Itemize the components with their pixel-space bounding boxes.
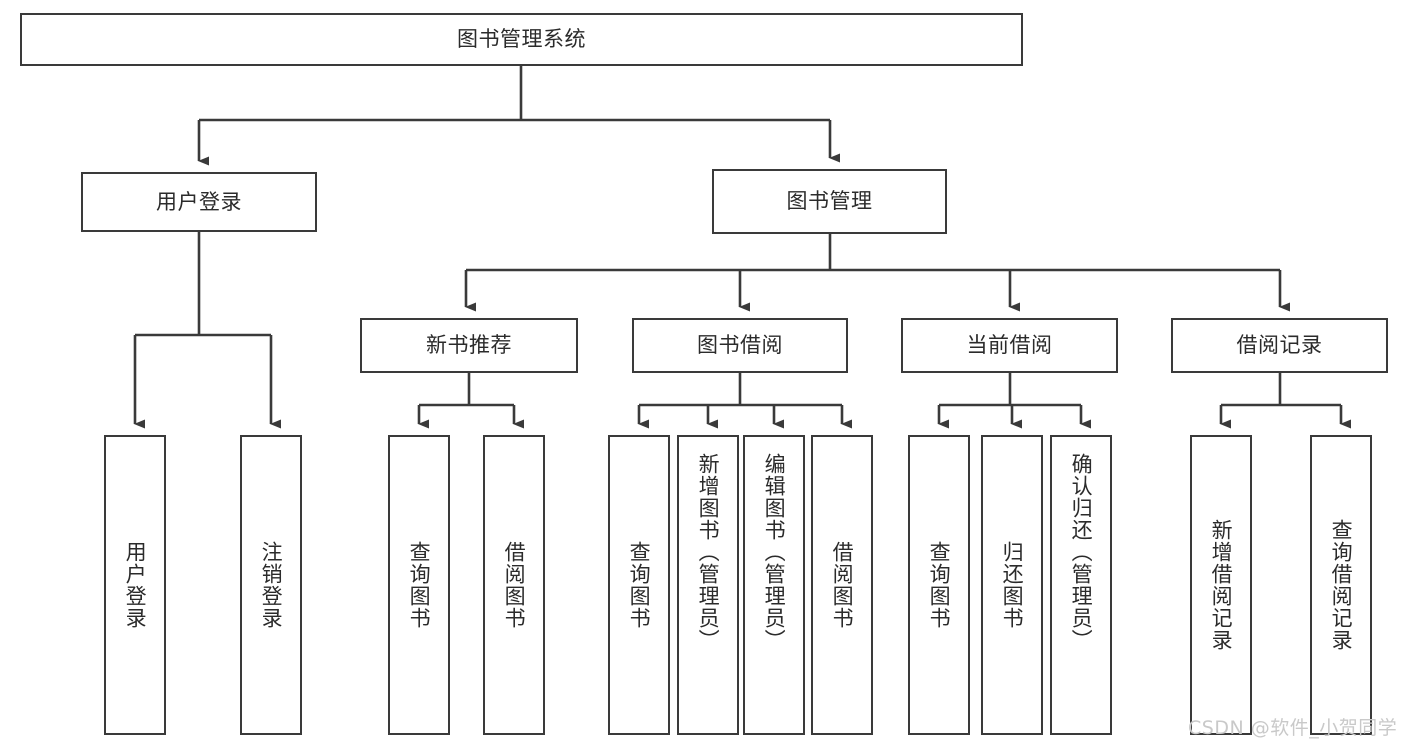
node-label: 图书借阅 — [697, 333, 783, 358]
node-label: 当前借阅 — [966, 333, 1053, 358]
node-leaf-confirm-return[interactable]: 确认归还（管理员） — [1050, 435, 1112, 735]
node-label: 查询图书 — [627, 541, 652, 629]
node-label: 查询图书 — [407, 541, 432, 629]
node-book-manage[interactable]: 图书管理 — [712, 169, 947, 234]
node-leaf-query-book-1[interactable]: 查询图书 — [388, 435, 450, 735]
node-label: 用户登录 — [123, 541, 148, 629]
node-leaf-add-record[interactable]: 新增借阅记录 — [1190, 435, 1252, 735]
node-new-book-recommend[interactable]: 新书推荐 — [360, 318, 578, 373]
node-label: 图书管理系统 — [457, 27, 586, 52]
node-leaf-query-book-2[interactable]: 查询图书 — [608, 435, 670, 735]
node-label: 确认归还（管理员） — [1069, 453, 1094, 651]
node-leaf-add-book[interactable]: 新增图书（管理员） — [677, 435, 739, 735]
node-leaf-borrow-book-2[interactable]: 借阅图书 — [811, 435, 873, 735]
node-leaf-user-login[interactable]: 用户登录 — [104, 435, 166, 735]
node-leaf-borrow-book-1[interactable]: 借阅图书 — [483, 435, 545, 735]
node-book-borrow[interactable]: 图书借阅 — [632, 318, 848, 373]
node-leaf-query-record[interactable]: 查询借阅记录 — [1310, 435, 1372, 735]
node-label: 借阅图书 — [830, 541, 855, 629]
node-label: 新增图书（管理员） — [696, 453, 721, 651]
node-label: 借阅记录 — [1236, 333, 1323, 358]
node-label: 查询借阅记录 — [1329, 519, 1354, 651]
node-label: 查询图书 — [927, 541, 952, 629]
node-label: 新书推荐 — [426, 333, 512, 358]
node-label: 新增借阅记录 — [1209, 519, 1234, 651]
node-root[interactable]: 图书管理系统 — [20, 13, 1023, 66]
node-label: 图书管理 — [786, 189, 873, 214]
node-leaf-logout[interactable]: 注销登录 — [240, 435, 302, 735]
node-leaf-query-book-3[interactable]: 查询图书 — [908, 435, 970, 735]
node-label: 编辑图书（管理员） — [762, 453, 787, 651]
node-label: 归还图书 — [1000, 541, 1025, 629]
node-borrow-record[interactable]: 借阅记录 — [1171, 318, 1388, 373]
node-leaf-edit-book[interactable]: 编辑图书（管理员） — [743, 435, 805, 735]
node-user-login[interactable]: 用户登录 — [81, 172, 317, 232]
node-label: 借阅图书 — [502, 541, 527, 629]
connector-lines — [133, 66, 1351, 429]
node-label: 注销登录 — [259, 541, 284, 629]
node-leaf-return-book[interactable]: 归还图书 — [981, 435, 1043, 735]
node-current-borrow[interactable]: 当前借阅 — [901, 318, 1118, 373]
node-label: 用户登录 — [156, 189, 242, 214]
